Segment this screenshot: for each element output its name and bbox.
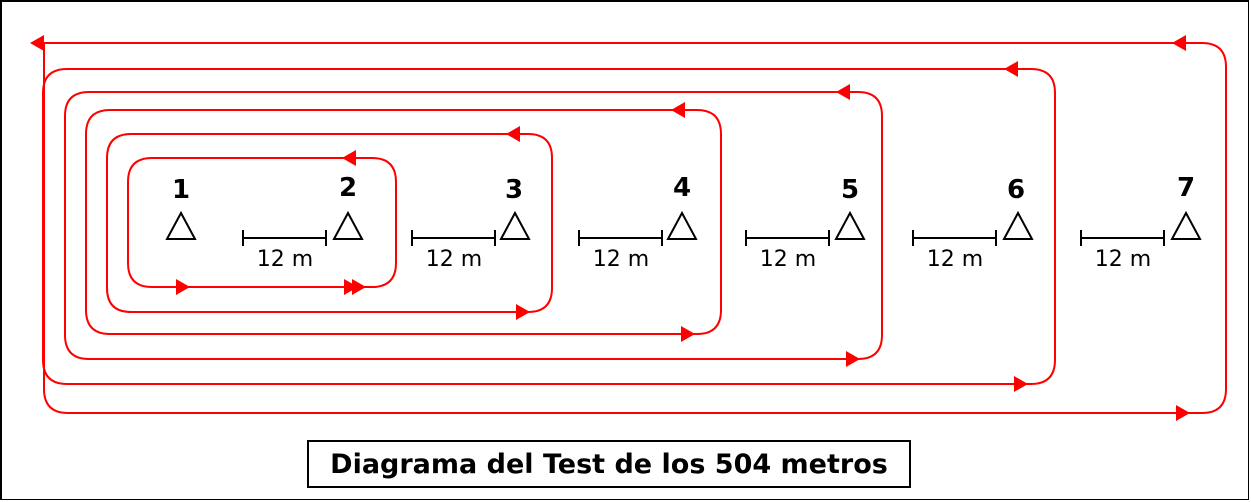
cone-2-icon: [332, 210, 364, 240]
diagram-title: Diagrama del Test de los 504 metros: [330, 448, 888, 480]
arrow-left-loop-6: [1004, 61, 1018, 77]
cone-label-2: 2: [339, 173, 357, 203]
arrow-right-loop-6: [1014, 376, 1028, 392]
arrow-left-start: [30, 35, 44, 51]
arrow-start: [176, 279, 190, 295]
arrow-right-loop-5: [846, 351, 860, 367]
loop-3: [106, 133, 553, 313]
arrow-left-loop-2: [342, 150, 356, 166]
distance-label: 12 m: [927, 247, 983, 272]
cone-label-3: 3: [505, 175, 523, 205]
cone-label-4: 4: [673, 173, 691, 203]
caption-box: Diagrama del Test de los 504 metros: [307, 440, 911, 488]
arrow-right-loop-2b: [344, 279, 358, 295]
arrow-left-loop-7: [1172, 35, 1186, 51]
arrow-left-loop-4: [671, 102, 685, 118]
distance-label: 12 m: [760, 247, 816, 272]
cone-label-1: 1: [172, 175, 190, 205]
arrow-right-loop-4: [681, 326, 695, 342]
cone-3-icon: [499, 210, 531, 240]
cone-1-icon: [165, 210, 197, 240]
cone-7-icon: [1170, 210, 1202, 240]
cone-4-icon: [666, 210, 698, 240]
loop-7: [44, 42, 1227, 414]
cone-label-7: 7: [1177, 173, 1195, 203]
loop-6: [42, 68, 1056, 385]
loop-4: [85, 109, 722, 335]
distance-label: 12 m: [426, 247, 482, 272]
cones: 1 2 3 4 5 6 7: [165, 173, 1202, 240]
loop-2: [127, 157, 397, 288]
arrow-right-loop-3: [516, 304, 530, 320]
distance-label: 12 m: [257, 247, 313, 272]
cone-label-5: 5: [841, 175, 859, 205]
cone-6-icon: [1002, 210, 1034, 240]
arrow-left-loop-3: [506, 126, 520, 142]
arrow-left-loop-5: [836, 84, 850, 100]
cone-label-6: 6: [1007, 175, 1025, 205]
distance-label: 12 m: [1095, 247, 1151, 272]
arrow-right-loop-7: [1176, 405, 1190, 421]
loop-7-bottom: [43, 43, 1186, 414]
distance-markers: 12 m 12 m 12 m 12 m 12 m 12 m: [242, 230, 1165, 272]
running-loops: [30, 35, 1227, 421]
distance-label: 12 m: [593, 247, 649, 272]
arrow-right-loop-2: [352, 279, 366, 295]
cone-5-icon: [834, 210, 866, 240]
